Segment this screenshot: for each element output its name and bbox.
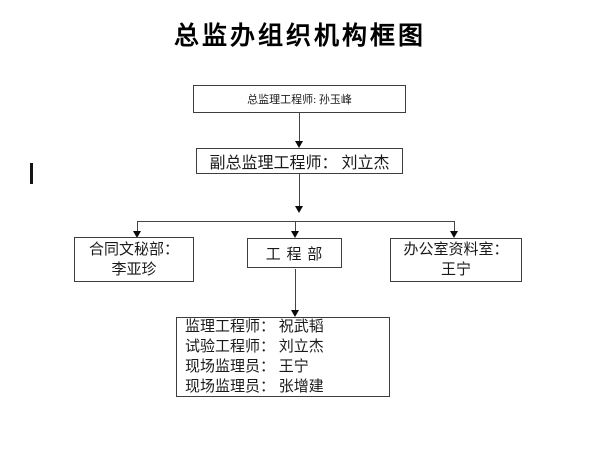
branch-line bbox=[137, 221, 455, 222]
node-office-archive-room-name: 王宁 bbox=[440, 262, 471, 278]
page-title: 总监办组织机构框图 bbox=[173, 23, 426, 50]
text-cursor-artifact bbox=[30, 163, 33, 184]
staff-line-test-engineer: 试验工程师： 刘立杰 bbox=[185, 339, 324, 355]
connector-branch-to-office bbox=[454, 221, 455, 231]
node-chief-engineer: 总监理工程师: 孙玉峰 bbox=[193, 85, 406, 113]
node-contract-secretary-dept-title: 合同文秘部： bbox=[88, 241, 179, 258]
node-staff-list: 监理工程师： 祝武韬 试验工程师： 刘立杰 现场监理员： 王宁 现场监理员： 张… bbox=[176, 317, 390, 397]
connector-engineering-to-staff bbox=[295, 269, 296, 310]
connector-branch-to-contract bbox=[137, 221, 138, 231]
node-office-archive-room: 办公室资料室： 王宁 bbox=[390, 238, 522, 282]
staff-line-site-supervisor-1: 现场监理员： 王宁 bbox=[185, 359, 309, 375]
node-office-archive-room-title: 办公室资料室： bbox=[403, 242, 509, 258]
node-chief-engineer-label: 总监理工程师: 孙玉峰 bbox=[247, 94, 352, 106]
node-contract-secretary-dept: 合同文秘部： 李亚珍 bbox=[74, 237, 194, 282]
staff-line-site-supervisor-2: 现场监理员： 张增建 bbox=[185, 379, 324, 395]
arrowhead-down-icon bbox=[291, 231, 299, 238]
connector-chief-to-deputy bbox=[299, 113, 300, 141]
staff-line-supervision-engineer: 监理工程师： 祝武韬 bbox=[185, 319, 324, 335]
node-engineering-dept: 工 程 部 bbox=[247, 238, 342, 268]
node-engineering-dept-label: 工 程 部 bbox=[265, 246, 324, 263]
arrowhead-down-icon bbox=[450, 231, 458, 238]
node-deputy-chief-engineer-label: 副总监理工程师： 刘立杰 bbox=[209, 155, 390, 172]
arrowhead-down-icon bbox=[295, 141, 303, 148]
node-deputy-chief-engineer: 副总监理工程师： 刘立杰 bbox=[196, 148, 403, 174]
node-contract-secretary-dept-name: 李亚珍 bbox=[111, 261, 157, 278]
arrowhead-down-icon bbox=[291, 310, 299, 317]
connector-branch-to-engineering bbox=[295, 221, 296, 231]
arrowhead-down-icon bbox=[133, 231, 141, 238]
arrowhead-down-icon bbox=[295, 206, 303, 213]
connector-deputy-to-branch bbox=[299, 174, 300, 206]
